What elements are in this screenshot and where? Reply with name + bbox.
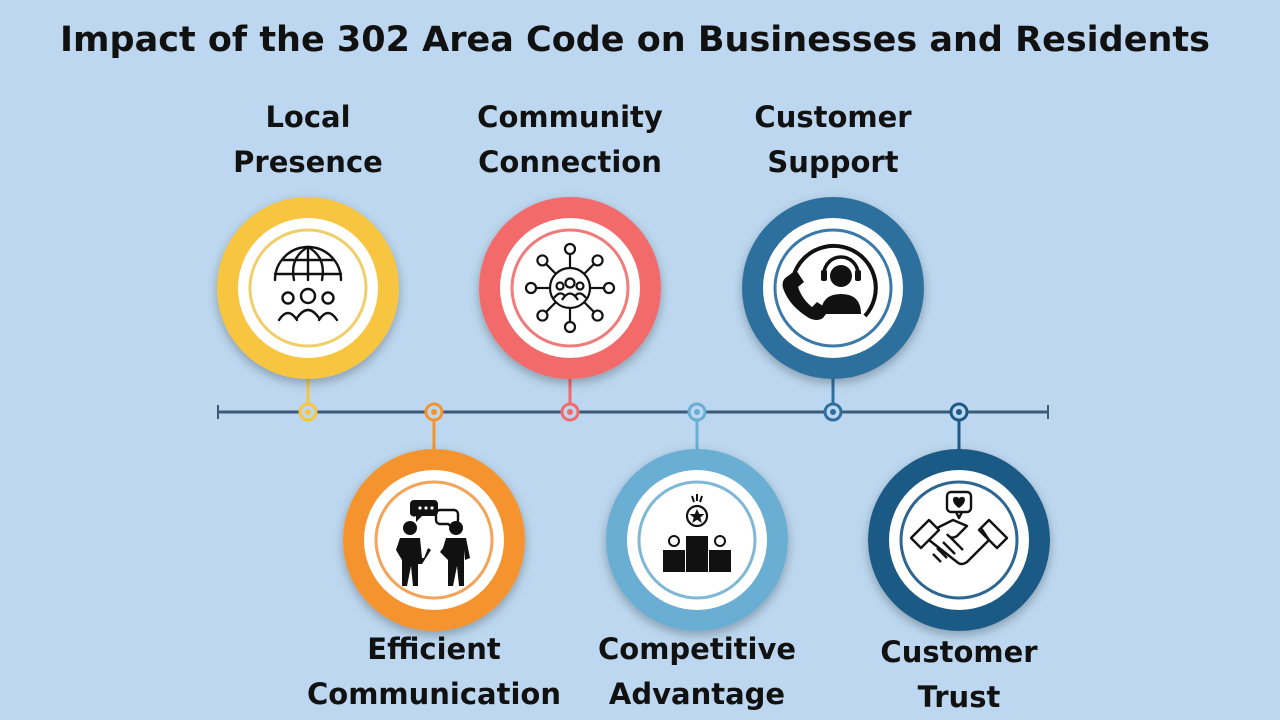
competitive-advantage-label-line1: Competitive	[597, 632, 797, 666]
community-connection-label-line2: Connection	[478, 145, 662, 179]
competitive-advantage-label-line2: Advantage	[608, 677, 786, 711]
customer-support-label-line1: Customer	[754, 100, 912, 134]
efficient-communication-inner-circle	[364, 470, 504, 610]
community-connection-node	[479, 197, 661, 422]
customer-trust-label-line1: Customer	[880, 635, 1038, 669]
customer-support-node	[742, 197, 924, 422]
podium-icon	[663, 494, 731, 572]
headset-phone-icon	[782, 243, 878, 320]
community-connection-label-line1: Community	[477, 100, 663, 134]
customer-support-inner-circle	[763, 218, 903, 358]
globe-people-icon	[273, 245, 343, 322]
page-title: Impact of the 302 Area Code on Businesse…	[60, 20, 1210, 60]
customer-trust-inner-circle	[889, 470, 1029, 610]
network-people-icon	[524, 242, 616, 334]
customer-trust-node	[868, 402, 1050, 631]
efficient-communication-label-line1: Efficient	[367, 632, 501, 666]
two-people-talking-icon	[396, 500, 470, 586]
competitive-advantage-node	[606, 402, 788, 631]
efficient-communication-node	[343, 402, 525, 631]
handshake-heart-icon	[909, 490, 1009, 566]
customer-support-label-line2: Support	[767, 145, 899, 179]
local-presence-label-line2: Presence	[233, 145, 383, 179]
efficient-communication-label-line2: Communication	[306, 677, 561, 711]
customer-trust-label-line2: Trust	[917, 680, 1001, 714]
local-presence-node	[217, 197, 399, 422]
local-presence-label-line1: Local	[265, 100, 351, 134]
